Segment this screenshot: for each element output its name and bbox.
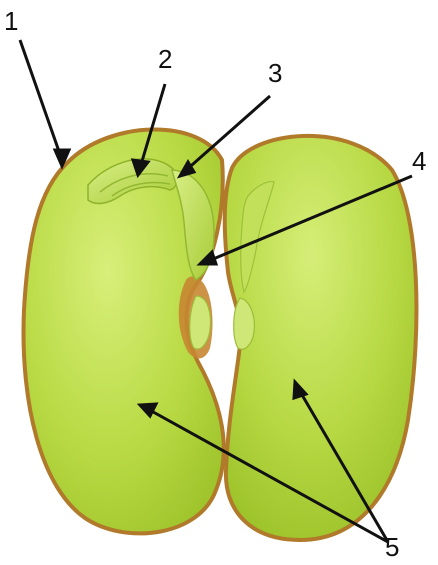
label-1: 1 [4, 6, 18, 36]
leader-line-1 [20, 40, 62, 160]
label-2: 2 [158, 44, 172, 74]
label-5: 5 [385, 532, 399, 560]
label-3: 3 [268, 58, 282, 88]
label-4: 4 [412, 146, 426, 176]
left-radicle-tip [190, 296, 211, 349]
